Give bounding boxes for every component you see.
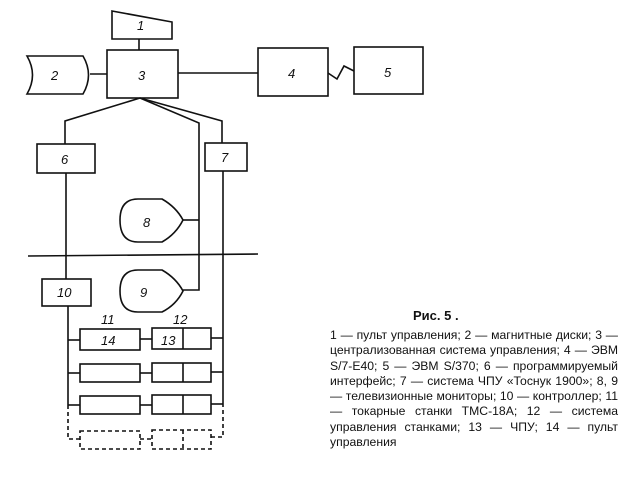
label-10: 10 xyxy=(57,285,72,300)
block-2-magnetic-disks xyxy=(25,55,90,95)
block-10-controller xyxy=(41,278,92,307)
label-5: 5 xyxy=(384,65,392,80)
link-zigzag xyxy=(327,64,355,81)
machine-row xyxy=(68,394,223,415)
block-8-monitor xyxy=(119,198,184,243)
label-9: 9 xyxy=(140,285,147,300)
label-11: 11 xyxy=(101,312,115,327)
label-2: 2 xyxy=(50,68,59,83)
machine-row xyxy=(68,327,223,351)
figure-caption: 1 — пульт управления; 2 — магнитные диск… xyxy=(330,328,618,450)
block-5-computer xyxy=(353,46,424,95)
figure-title: Рис. 5 . xyxy=(413,308,459,323)
label-3: 3 xyxy=(138,68,146,83)
label-7: 7 xyxy=(221,150,229,165)
block-4-computer xyxy=(257,47,329,97)
machine-row-optional xyxy=(67,405,224,450)
label-6: 6 xyxy=(61,152,69,167)
block-9-monitor xyxy=(119,269,184,313)
label-13: 13 xyxy=(161,333,176,348)
label-1: 1 xyxy=(137,18,144,33)
divider-line xyxy=(27,253,259,257)
label-8: 8 xyxy=(143,215,151,230)
block-1-control-panel xyxy=(111,10,173,40)
label-4: 4 xyxy=(288,66,295,81)
machine-row xyxy=(68,362,223,383)
label-12: 12 xyxy=(173,312,188,327)
block-7-cnc-system xyxy=(204,142,248,172)
label-14: 14 xyxy=(101,333,115,348)
